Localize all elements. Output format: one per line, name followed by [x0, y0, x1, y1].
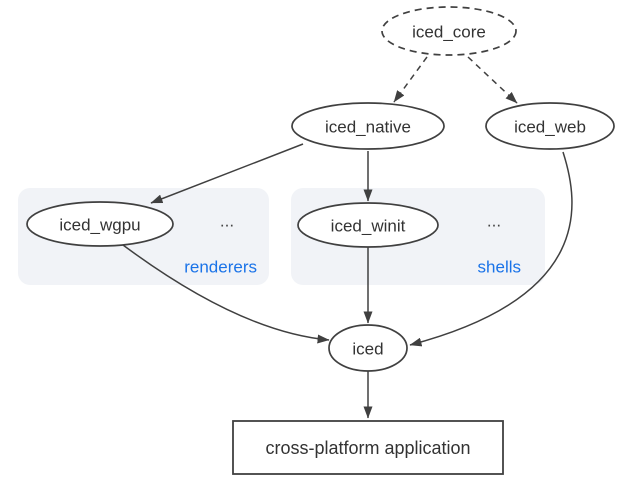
node-cross-platform-application-label: cross-platform application: [265, 438, 470, 458]
edge-native-to-wgpu: [150, 143, 304, 204]
shells-group-label: shells: [478, 258, 521, 277]
node-iced-winit-label: iced_winit: [331, 217, 406, 236]
edge-core-to-native: [393, 56, 428, 103]
shells-ellipsis: ...: [487, 212, 501, 231]
node-iced-web: [485, 102, 615, 150]
node-iced-web-label: iced_web: [514, 118, 586, 137]
node-iced-winit: [297, 202, 439, 248]
node-iced: [328, 324, 408, 372]
node-iced-label: iced: [352, 340, 383, 359]
node-iced-wgpu-label: iced_wgpu: [59, 216, 140, 235]
edge-core-to-web: [467, 56, 518, 104]
node-iced-native: [291, 102, 445, 150]
edge-web-to-iced: [409, 151, 573, 347]
renderers-group-label: renderers: [184, 258, 257, 277]
renderers-ellipsis: ...: [220, 212, 234, 231]
node-iced-native-label: iced_native: [325, 118, 411, 137]
edge-wgpu-to-iced: [122, 244, 330, 344]
node-iced-core: [381, 6, 517, 56]
node-iced-wgpu: [26, 201, 174, 247]
node-cross-platform-application: [232, 420, 504, 475]
node-iced-core-label: iced_core: [412, 23, 486, 42]
